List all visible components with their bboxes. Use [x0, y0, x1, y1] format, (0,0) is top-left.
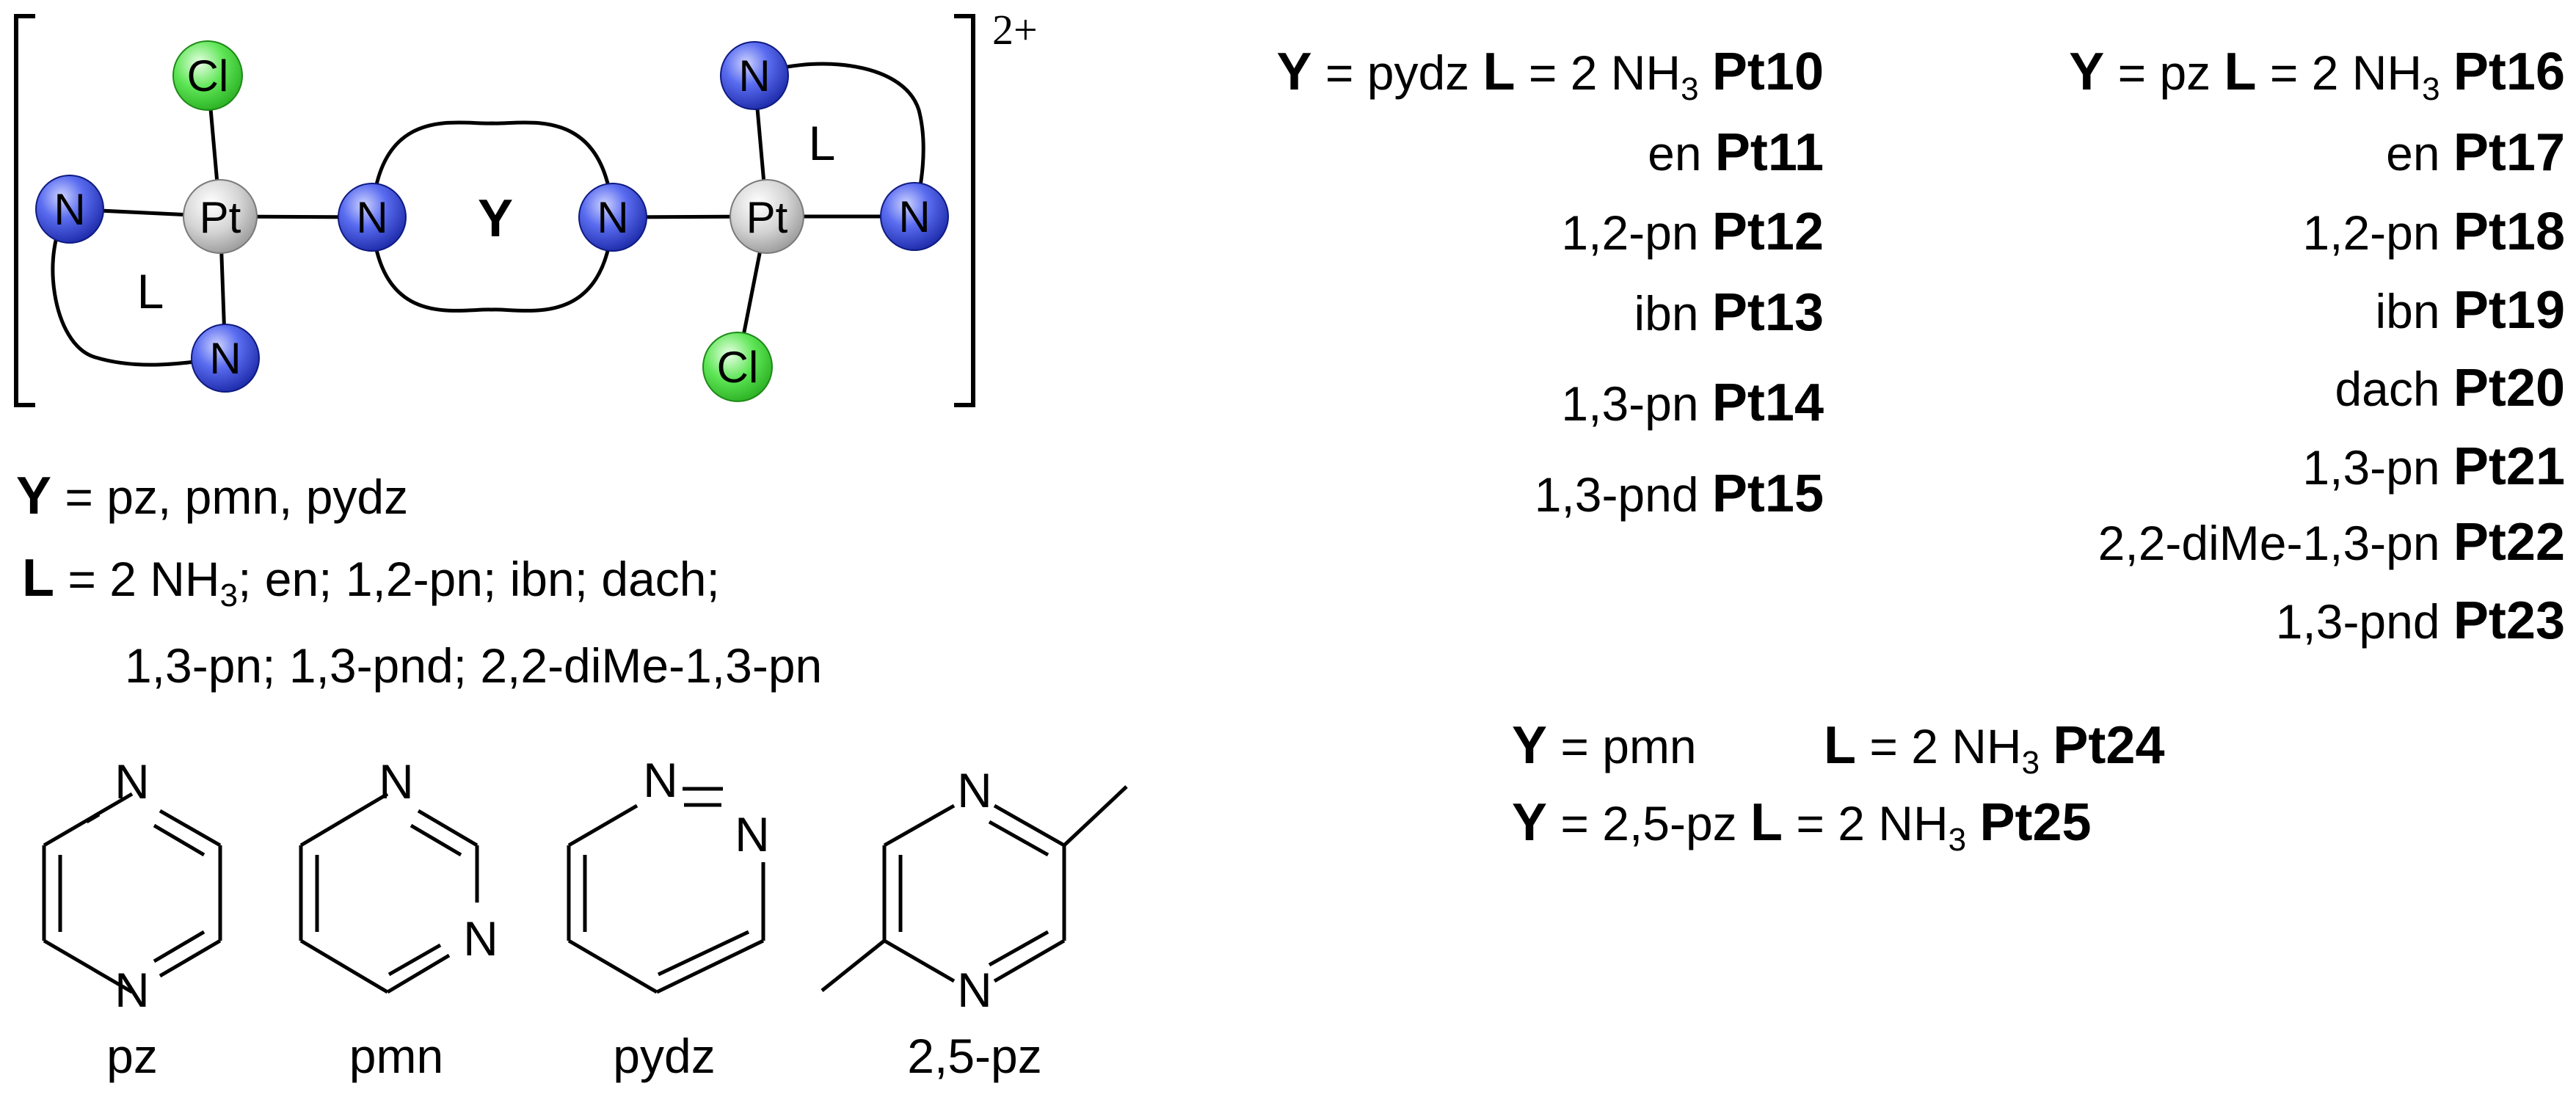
series-pz-row-3: 1,2-pn Pt18: [2302, 203, 2565, 261]
pmn-name: pmn: [349, 1029, 443, 1083]
n-atom-right-upper: N: [720, 41, 789, 110]
l-definition: L = 2 NH3; en; 1,2-pn; ibn; dach;: [22, 549, 720, 613]
series-pydz-row-2: en Pt11: [1648, 123, 1824, 182]
series-pydz: Y = pydz L = 2 NH3 Pt10 en Pt11 1,2-pn P…: [1277, 43, 1824, 523]
pt-atom-left: Pt: [183, 179, 258, 254]
chelate-symbol-left: L: [137, 264, 164, 318]
pz-n-bottom: N: [114, 963, 150, 1017]
heterocycle-structures: [42, 785, 1128, 994]
series-pydz-row-5: 1,3-pn Pt14: [1561, 373, 1824, 432]
series-pydz-row-1: Y = pydz L = 2 NH3 Pt10: [1277, 43, 1824, 107]
pmn-n-top: N: [379, 754, 414, 809]
pz-n-top: N: [114, 754, 150, 809]
series-pydz-row-4: ibn Pt13: [1634, 283, 1824, 342]
dmpz-n-bottom: N: [957, 963, 992, 1017]
series-pz-row-2: en Pt17: [2386, 123, 2565, 182]
definitions: Y = pz, pmn, pydz L = 2 NH3; en; 1,2-pn;…: [16, 467, 822, 693]
right-bracket: [954, 14, 975, 407]
svg-text:N: N: [54, 185, 85, 234]
chelate-symbol-right: L: [809, 116, 836, 170]
pmn-n-right: N: [463, 911, 498, 966]
series-pz: Y = pz L = 2 NH3 Pt16 en Pt17 1,2-pn Pt1…: [2069, 43, 2565, 650]
svg-text:N: N: [898, 192, 930, 241]
n-atom-bridge-right: N: [578, 183, 647, 252]
cl-atom-top: Cl: [172, 40, 243, 111]
pmn-structure: [299, 792, 479, 994]
dmpz-name: 2,5-pz: [907, 1029, 1041, 1083]
svg-text:N: N: [738, 51, 770, 101]
bridging-ligand-ring: [370, 120, 615, 313]
svg-text:N: N: [209, 334, 241, 383]
series-pz-row-8: 1,3-pnd Pt23: [2276, 591, 2565, 650]
bridge-symbol: Y: [478, 189, 513, 248]
pt-atom-right: Pt: [729, 179, 804, 254]
pydz-n-2: N: [735, 807, 770, 861]
pz-structure: [42, 792, 222, 994]
series-pz-row-1: Y = pz L = 2 NH3 Pt16: [2069, 43, 2565, 107]
y-definition: Y = pz, pmn, pydz: [16, 467, 408, 525]
left-bracket: [14, 14, 35, 407]
dmpz-n-top: N: [957, 763, 992, 817]
heterocycle-labels: N N pz N N pmn N N pydz N N 2,5-pz: [106, 753, 1042, 1083]
pydz-name: pydz: [613, 1029, 715, 1083]
svg-text:Cl: Cl: [187, 51, 229, 101]
n-atom-bridge-left: N: [338, 183, 407, 252]
series-pz-row-7: 2,2-diMe-1,3-pn Pt22: [2098, 513, 2565, 572]
n-atom-left-lower: N: [191, 324, 260, 393]
svg-text:Cl: Cl: [717, 343, 759, 392]
pydz-n-1: N: [643, 753, 678, 807]
series-pydz-row-3: 1,2-pn Pt12: [1561, 203, 1824, 261]
l-definition-line2: 1,3-pn; 1,3-pnd; 2,2-diMe-1,3-pn: [125, 638, 822, 693]
series-pz-row-4: ibn Pt19: [2375, 281, 2565, 340]
charge-label: 2+: [992, 6, 1038, 54]
n-atom-left-outer: N: [35, 175, 104, 244]
pydz-structure: [567, 787, 765, 994]
pz-name: pz: [106, 1029, 158, 1083]
dinuclear-complex: 2+ Pt Pt Cl: [14, 6, 1038, 407]
svg-text:N: N: [356, 193, 388, 242]
series-pz-row-6: 1,3-pn Pt21: [2302, 437, 2565, 496]
svg-text:Pt: Pt: [200, 193, 241, 242]
n-atom-right-outer: N: [880, 182, 949, 251]
cl-atom-bottom: Cl: [702, 332, 773, 402]
series-pz-row-5: dach Pt20: [2335, 359, 2565, 418]
series-pydz-row-6: 1,3-pnd Pt15: [1535, 464, 1824, 523]
dimethylpyrazine-structure: [821, 785, 1128, 992]
series-dimethylpz-row: Y = 2,5-pz L = 2 NH3 Pt25: [1512, 793, 2092, 858]
svg-text:Pt: Pt: [746, 193, 788, 242]
svg-text:N: N: [597, 193, 628, 242]
